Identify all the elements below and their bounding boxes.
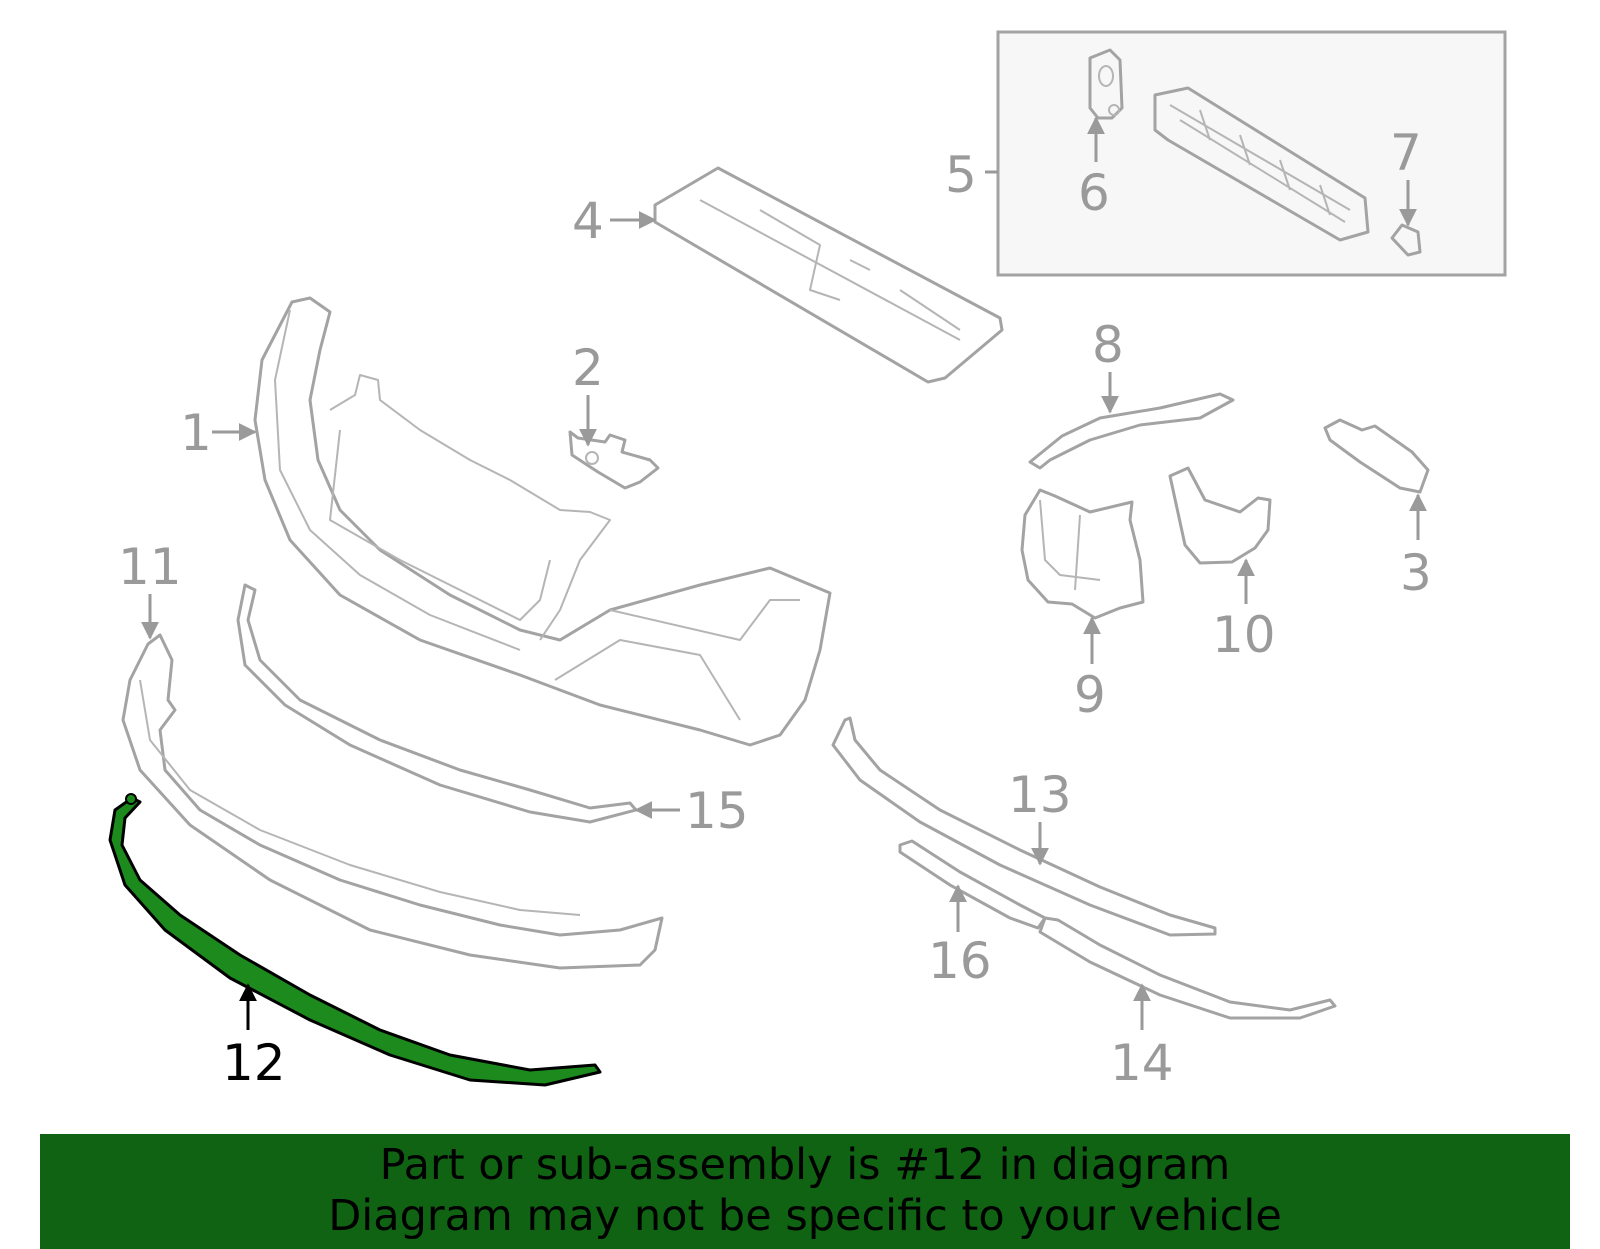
part-7-clip: [1390, 223, 1422, 257]
part-5-reinforcement: [1153, 86, 1370, 242]
part-15-strip: [236, 583, 638, 824]
callout-14: 14: [1110, 1034, 1174, 1092]
part-11-lower-cover: [121, 633, 664, 970]
part-6-bracket: [1088, 48, 1124, 120]
callout-8: 8: [1092, 316, 1124, 374]
part-1-bumper-cover: [253, 296, 832, 747]
part-12-highlighted-strip: [108, 793, 602, 1087]
callout-15: 15: [685, 782, 749, 840]
callout-13: 13: [1008, 766, 1072, 824]
callout-10: 10: [1212, 606, 1276, 664]
callout-2: 2: [572, 339, 604, 397]
part-3-bracket: [1323, 418, 1430, 494]
part-13-strip: [831, 716, 1217, 937]
part-14-strip: [1038, 916, 1337, 1020]
callout-1: 1: [180, 404, 212, 462]
footer-line-1: Part or sub-assembly is #12 in diagram: [379, 1140, 1231, 1190]
callout-12: 12: [222, 1034, 286, 1092]
part-2-bracket: [568, 430, 660, 490]
part-10-housing: [1168, 466, 1272, 565]
part-8-bracket: [1028, 392, 1235, 470]
part-4-upper-cover: [653, 166, 1004, 384]
callout-5: 5: [945, 146, 977, 204]
part-16-strip: [898, 839, 1047, 930]
part-9-housing: [1020, 488, 1145, 620]
callout-6: 6: [1078, 164, 1110, 222]
callout-4: 4: [572, 192, 604, 250]
callout-16: 16: [928, 932, 992, 990]
callout-7: 7: [1390, 124, 1422, 182]
callout-11: 11: [118, 538, 182, 596]
callout-3: 3: [1400, 544, 1432, 602]
footer-line-2: Diagram may not be specific to your vehi…: [328, 1191, 1282, 1241]
footer-banner: Part or sub-assembly is #12 in diagram D…: [40, 1134, 1570, 1249]
callout-9: 9: [1074, 666, 1106, 724]
